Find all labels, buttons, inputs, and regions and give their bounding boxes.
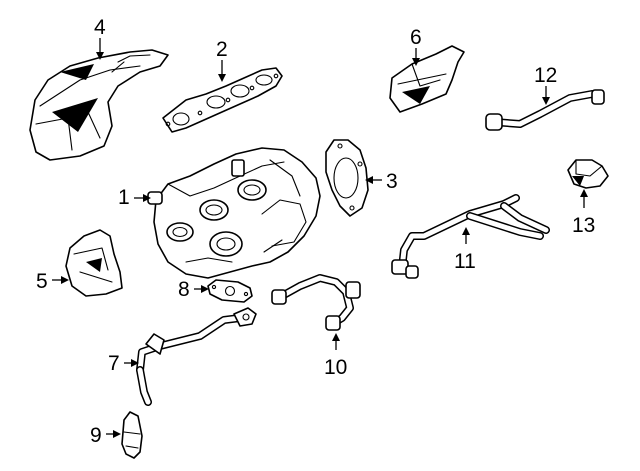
callout-5: 5 <box>36 270 69 293</box>
callout-3: 3 <box>365 170 398 193</box>
turbocharger-manifold-assembly[interactable] <box>147 147 321 279</box>
oil-feed-line[interactable] <box>485 89 605 131</box>
callout-12-label: 12 <box>534 64 557 87</box>
callout-8: 8 <box>178 278 209 301</box>
mounting-bracket[interactable] <box>567 159 609 189</box>
callout-7: 7 <box>108 352 139 375</box>
callout-6: 6 <box>410 26 422 66</box>
callout-13-label: 13 <box>572 214 595 237</box>
callout-1: 1 <box>118 186 151 209</box>
callout-7-label: 7 <box>108 352 120 375</box>
callout-4-label: 4 <box>94 16 106 39</box>
turbo-gasket[interactable] <box>325 139 369 217</box>
heat-shield-turbo[interactable] <box>389 45 465 113</box>
manifold-gasket[interactable] <box>162 67 283 133</box>
callout-12: 12 <box>534 64 557 105</box>
callout-5-label: 5 <box>36 270 48 293</box>
heat-shield-upper[interactable] <box>29 49 169 161</box>
heat-shield-lower[interactable] <box>65 229 123 297</box>
callout-10: 10 <box>324 333 347 379</box>
coolant-hose[interactable] <box>121 411 143 459</box>
callout-13: 13 <box>572 189 595 237</box>
callout-1-label: 1 <box>118 186 130 209</box>
callout-2: 2 <box>216 38 228 82</box>
callout-9: 9 <box>90 424 121 447</box>
callout-11-label: 11 <box>454 250 476 273</box>
callout-8-label: 8 <box>178 278 190 301</box>
oil-return-line[interactable] <box>271 274 361 331</box>
callout-3-label: 3 <box>386 170 398 193</box>
coolant-line[interactable] <box>391 194 550 279</box>
callout-11: 11 <box>454 227 476 273</box>
flange-gasket[interactable] <box>207 279 253 303</box>
callout-6-label: 6 <box>410 26 422 49</box>
callout-9-label: 9 <box>90 424 102 447</box>
callout-10-label: 10 <box>324 356 347 379</box>
callout-2-label: 2 <box>216 38 228 61</box>
water-feed-line[interactable] <box>136 307 257 406</box>
callout-4: 4 <box>94 16 106 60</box>
